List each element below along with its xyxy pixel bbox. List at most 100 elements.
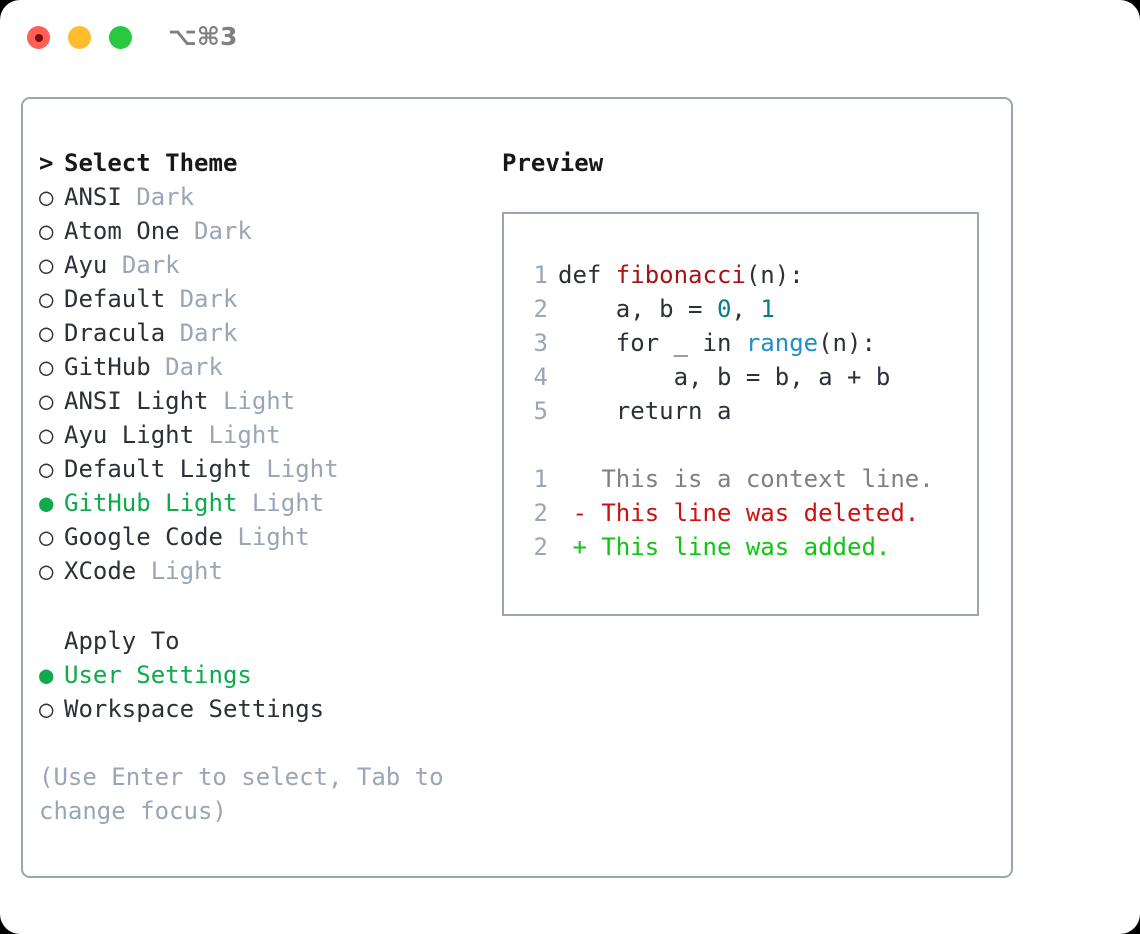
theme-name: Ayu [64, 251, 108, 279]
title-bar: ⌥⌘3 [0, 0, 1140, 78]
radio-unselected-icon: ○ [39, 421, 54, 449]
theme-list-item[interactable]: ○ ANSI Dark [39, 180, 489, 214]
theme-list[interactable]: ○ANSI Dark○Atom One Dark○Ayu Dark○Defaul… [39, 180, 489, 588]
radio-unselected-icon: ○ [39, 183, 54, 211]
apply-to-heading: Apply To [39, 624, 489, 658]
section-spacer [39, 588, 489, 624]
keyboard-hint-text: (Use Enter to select, Tab to change focu… [39, 763, 444, 825]
theme-variant-tag: Dark [165, 353, 223, 381]
theme-picker-panel: >Select Theme ○ANSI Dark○Atom One Dark○A… [21, 97, 1013, 878]
theme-list-item[interactable]: ○ Atom One Dark [39, 214, 489, 248]
theme-variant-tag: Dark [121, 251, 180, 279]
diff-line-del: 2 - This line was deleted. [522, 496, 977, 530]
theme-name-spacer [165, 319, 179, 347]
prompt-caret-icon: > [39, 149, 54, 177]
code-token-plain: for _ in [558, 329, 746, 357]
theme-list-item[interactable]: ○ Google Code Light [39, 520, 489, 554]
radio-unselected-icon: ○ [39, 251, 54, 279]
code-line: 5 return a [522, 394, 977, 428]
theme-name-spacer [223, 523, 237, 551]
diff-text: This line was deleted. [601, 499, 920, 527]
theme-name: Atom One [64, 217, 180, 245]
theme-name-spacer [136, 557, 150, 585]
theme-variant-tag: Light [251, 489, 325, 517]
theme-variant-tag: Dark [194, 217, 252, 245]
theme-name: Dracula [64, 319, 166, 347]
maximize-button-icon[interactable] [109, 26, 132, 49]
code-token-plain: a, b = b, a + b [558, 363, 891, 391]
code-token-plain: a, b = [558, 295, 717, 323]
preview-heading: Preview [502, 149, 604, 177]
apply-to-option[interactable]: ● User Settings [39, 658, 489, 692]
code-line-number: 4 [533, 363, 548, 391]
code-token-plain: def [558, 261, 616, 289]
theme-variant-tag: Light [222, 387, 296, 415]
theme-list-item[interactable]: ○GitHub Dark [39, 350, 489, 384]
keyboard-shortcut-label: ⌥⌘3 [168, 22, 238, 51]
code-token-num: 0 [716, 295, 732, 323]
theme-list-item[interactable]: ○Dracula Dark [39, 316, 489, 350]
preview-box: 1 def fibonacci(n): 2 a, b = 0, 1 3 for _ i… [502, 212, 979, 616]
diff-sign [558, 465, 601, 493]
apply-to-option-label: Workspace Settings [64, 695, 325, 723]
code-sample: 1 def fibonacci(n): 2 a, b = 0, 1 3 for _ i… [522, 258, 977, 428]
theme-list-item[interactable]: ○ Ayu Dark [39, 248, 489, 282]
window-controls [27, 26, 132, 49]
code-line: 1 def fibonacci(n): [522, 258, 977, 292]
theme-variant-tag: Light [208, 421, 281, 449]
radio-unselected-icon: ○ [39, 217, 54, 245]
theme-list-item[interactable]: ○ Ayu Light Light [39, 418, 489, 452]
theme-variant-tag: Dark [179, 285, 238, 313]
code-line-number: 3 [533, 329, 548, 357]
preview-column: Preview 1 def fibonacci(n): 2 a, b = 0, 1 3… [489, 99, 1011, 876]
code-token-func: fibonacci [615, 261, 746, 289]
theme-variant-tag: Dark [179, 319, 238, 347]
apply-to-indent [39, 624, 64, 658]
theme-variant-tag: Dark [136, 183, 195, 211]
radio-unselected-icon: ○ [39, 695, 54, 723]
theme-name: GitHub Light [64, 489, 238, 517]
code-line-number: 1 [533, 261, 548, 289]
theme-name-spacer [209, 387, 223, 415]
theme-list-item[interactable]: ●GitHub Light Light [39, 486, 489, 520]
theme-variant-tag: Light [237, 523, 310, 551]
radio-unselected-icon: ○ [39, 285, 54, 313]
minimize-button-icon[interactable] [68, 26, 91, 49]
theme-variant-tag: Light [266, 455, 339, 483]
theme-name: Ayu Light [64, 421, 195, 449]
diff-sign: + [558, 533, 602, 561]
theme-name: Google Code [64, 523, 223, 551]
diff-line-number: 1 [533, 465, 548, 493]
apply-to-option-label: User Settings [64, 661, 252, 689]
theme-name: Default [64, 285, 166, 313]
apply-to-option[interactable]: ○ Workspace Settings [39, 692, 489, 726]
code-token-plain: return a [558, 397, 732, 425]
code-line: 4 a, b = b, a + b [522, 360, 977, 394]
theme-name: ANSI Light [64, 387, 209, 415]
code-token-plain: (n): [745, 261, 804, 289]
code-token-call: range [745, 329, 819, 357]
diff-line-number: 2 [533, 499, 548, 527]
theme-name: Default Light [64, 455, 252, 483]
theme-name-spacer [151, 353, 165, 381]
theme-list-item[interactable]: ○Default Light Light [39, 452, 489, 486]
code-token-plain: , [731, 295, 761, 323]
code-line: 2 a, b = 0, 1 [522, 292, 977, 326]
apply-to-list[interactable]: ● User Settings ○ Workspace Settings [39, 658, 489, 726]
theme-selection-column: >Select Theme ○ANSI Dark○Atom One Dark○A… [23, 99, 489, 876]
theme-variant-tag: Light [150, 557, 223, 585]
theme-list-item[interactable]: ○ANSI Light Light [39, 384, 489, 418]
diff-sign: - [558, 499, 602, 527]
code-token-num: 1 [760, 295, 775, 323]
theme-name: ANSI [64, 183, 122, 211]
theme-name-spacer [180, 217, 194, 245]
theme-list-item[interactable]: ○ Default Dark [39, 282, 489, 316]
theme-name-spacer [107, 251, 121, 279]
theme-name: XCode [64, 557, 137, 585]
radio-unselected-icon: ○ [39, 523, 54, 551]
theme-name-spacer [194, 421, 208, 449]
radio-selected-icon: ● [39, 661, 54, 689]
theme-list-item[interactable]: ○XCode Light [39, 554, 489, 588]
close-button-icon[interactable] [27, 26, 50, 49]
